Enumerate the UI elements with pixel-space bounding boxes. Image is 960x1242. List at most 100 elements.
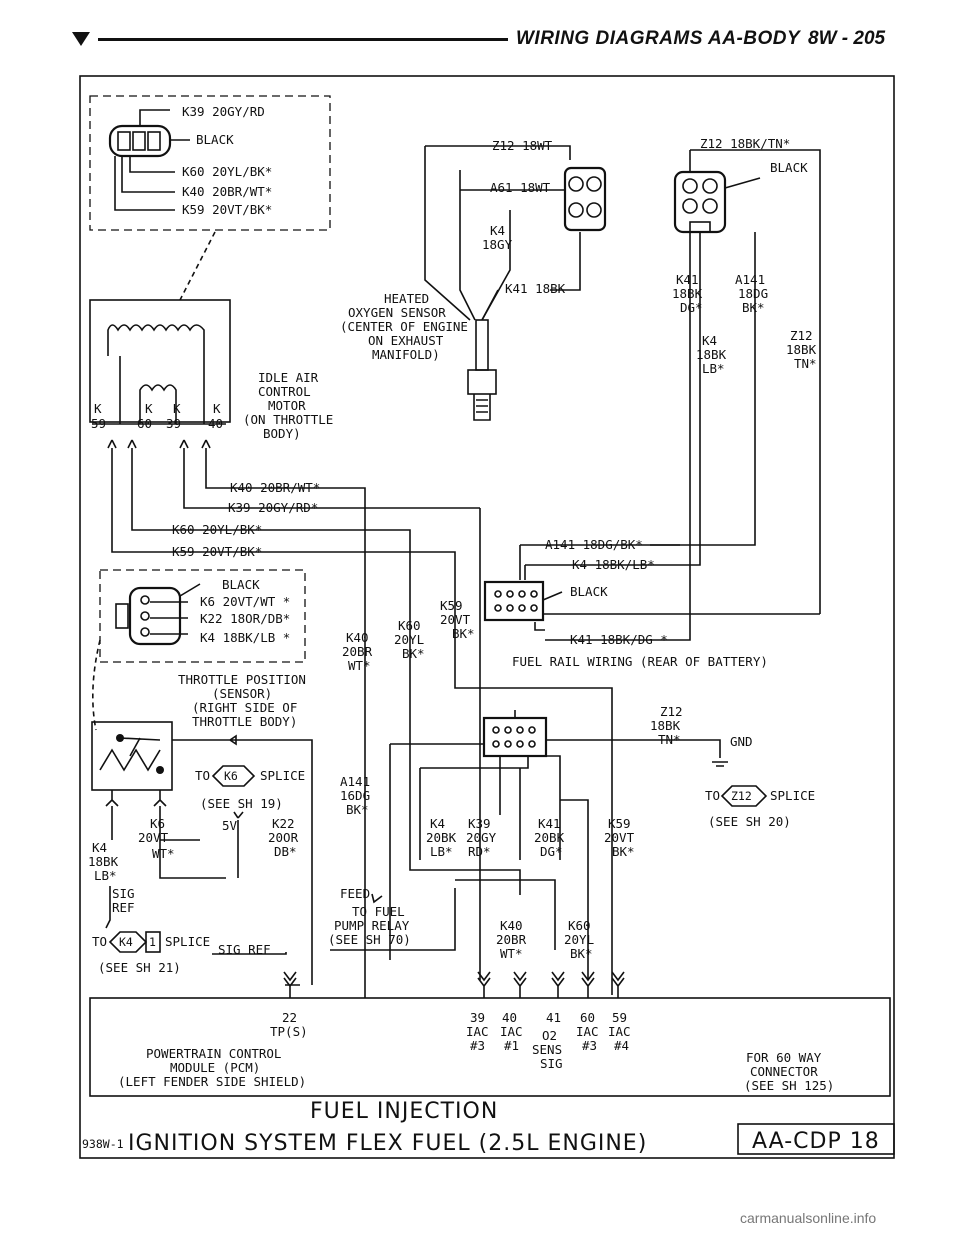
run-k60: K60 20YL/BK* — [172, 522, 262, 537]
svg-text:(SEE SH 125): (SEE SH 125) — [744, 1078, 834, 1093]
svg-text:#1: #1 — [504, 1038, 519, 1053]
idle-air-motor-box — [89, 299, 231, 423]
svg-text:OXYGEN SENSOR: OXYGEN SENSOR — [348, 305, 446, 320]
fuel-wire-k41: K41 18BK/DG * — [570, 632, 668, 647]
svg-text:WT*: WT* — [500, 946, 523, 961]
svg-text:18BK: 18BK — [650, 718, 681, 733]
svg-text:K: K — [94, 401, 102, 416]
iac-connector-icon — [108, 124, 172, 158]
tps-connector-box — [99, 569, 306, 663]
svg-text:18BK: 18BK — [672, 286, 703, 301]
run-k59: K59 20VT/BK* — [172, 544, 262, 559]
svg-text:5V: 5V — [222, 818, 238, 833]
svg-text:(SEE SH 19): (SEE SH 19) — [200, 796, 283, 811]
svg-text:DG*: DG* — [680, 300, 703, 315]
svg-text:60: 60 — [580, 1010, 595, 1025]
svg-text:18BK: 18BK — [786, 342, 817, 357]
svg-text:(SEE SH 70): (SEE SH 70) — [328, 932, 411, 947]
svg-text:K60: K60 — [568, 918, 591, 933]
svg-text:REF: REF — [112, 900, 135, 915]
svg-text:Z12: Z12 — [731, 789, 752, 803]
fuel-rail-connector-icon — [483, 580, 545, 622]
svg-text:K4: K4 — [92, 840, 107, 855]
right-wire-z12: Z12 18BK/TN* — [700, 136, 790, 151]
svg-text:RD*: RD* — [468, 844, 491, 859]
fuel-wire-black: BLACK — [570, 584, 608, 599]
run-k39: K39 20GY/RD* — [228, 500, 318, 515]
o2-wire-z12: Z12 18WT — [492, 138, 553, 153]
svg-text:TO FUEL: TO FUEL — [352, 904, 405, 919]
svg-text:CONNECTOR: CONNECTOR — [750, 1064, 818, 1079]
svg-text:IAC: IAC — [576, 1024, 599, 1039]
svg-text:K6: K6 — [150, 816, 165, 831]
title-line-1: FUEL INJECTION — [310, 1099, 498, 1124]
svg-text:TO: TO — [92, 934, 107, 949]
svg-text:K4: K4 — [119, 935, 133, 949]
svg-text:PUMP RELAY: PUMP RELAY — [334, 918, 410, 933]
svg-text:20BR: 20BR — [342, 644, 373, 659]
iac-wire-black: BLACK — [196, 132, 234, 147]
title-ref-box — [737, 1123, 895, 1155]
tps-wire-k22: K22 18OR/DB* — [200, 611, 290, 626]
svg-text:SPLICE: SPLICE — [260, 768, 305, 783]
svg-text:K: K — [173, 401, 181, 416]
tps-symbol-box — [91, 721, 173, 791]
svg-text:41: 41 — [546, 1010, 561, 1025]
header-title: WIRING DIAGRAMS AA-BODY — [516, 28, 801, 49]
svg-text:1: 1 — [149, 935, 156, 949]
tps-wire-k4: K4 18BK/LB * — [200, 630, 290, 645]
svg-text:(SEE SH 20): (SEE SH 20) — [708, 814, 791, 829]
svg-text:BK*: BK* — [402, 646, 425, 661]
svg-text:Z12: Z12 — [790, 328, 813, 343]
svg-text:20BK: 20BK — [426, 830, 457, 845]
svg-text:18BK: 18BK — [696, 347, 727, 362]
svg-text:59: 59 — [91, 416, 106, 431]
svg-text:(SEE SH 21): (SEE SH 21) — [98, 960, 181, 975]
svg-text:IAC: IAC — [500, 1024, 523, 1039]
svg-text:K4: K4 — [430, 816, 445, 831]
header-rule — [98, 38, 508, 41]
fuel-wire-k4: K4 18BK/LB* — [572, 557, 655, 572]
svg-text:20GY: 20GY — [466, 830, 497, 845]
svg-text:FEED: FEED — [340, 886, 370, 901]
svg-text:59: 59 — [612, 1010, 627, 1025]
svg-text:LB*: LB* — [430, 844, 453, 859]
svg-text:(SENSOR): (SENSOR) — [212, 686, 272, 701]
svg-text:20YL: 20YL — [394, 632, 424, 647]
svg-text:39: 39 — [470, 1010, 485, 1025]
svg-text:IAC: IAC — [608, 1024, 631, 1039]
svg-text:#3: #3 — [470, 1038, 485, 1053]
svg-text:Z12: Z12 — [660, 704, 683, 719]
motor-coil-icon — [107, 324, 205, 356]
svg-text:SPLICE: SPLICE — [770, 788, 815, 803]
svg-text:LB*: LB* — [702, 361, 725, 376]
right-wire-black: BLACK — [770, 160, 808, 175]
svg-text:BK*: BK* — [346, 802, 369, 817]
svg-text:K59: K59 — [440, 598, 463, 613]
fuel-rail-label: FUEL RAIL WIRING (REAR OF BATTERY) — [512, 654, 768, 669]
iac-wire-k60: K60 20YL/BK* — [182, 164, 272, 179]
svg-text:BK*: BK* — [452, 626, 475, 641]
svg-text:(CENTER OF ENGINE: (CENTER OF ENGINE — [340, 319, 468, 334]
svg-text:K59: K59 — [608, 816, 631, 831]
iac-connector-box — [89, 95, 331, 231]
svg-text:SIG: SIG — [112, 886, 135, 901]
svg-text:K60: K60 — [398, 618, 421, 633]
title-code: 938W-1 — [82, 1137, 124, 1151]
svg-text:40: 40 — [208, 416, 223, 431]
svg-text:K4: K4 — [702, 333, 717, 348]
svg-text:GND: GND — [730, 734, 753, 749]
svg-text:WT*: WT* — [348, 658, 371, 673]
svg-text:BK*: BK* — [742, 300, 765, 315]
svg-text:K4: K4 — [490, 223, 505, 238]
o2-wire-k41: K41 18BK — [505, 281, 566, 296]
lower-connector-icon — [482, 716, 548, 758]
svg-text:SPLICE: SPLICE — [165, 934, 210, 949]
svg-text:MANIFOLD): MANIFOLD) — [372, 347, 440, 362]
svg-text:(RIGHT SIDE OF: (RIGHT SIDE OF — [192, 700, 297, 715]
header-page-number: 8W - 205 — [808, 28, 886, 49]
svg-text:39: 39 — [166, 416, 181, 431]
svg-text:20VT: 20VT — [604, 830, 635, 845]
svg-text:BODY): BODY) — [263, 426, 301, 441]
